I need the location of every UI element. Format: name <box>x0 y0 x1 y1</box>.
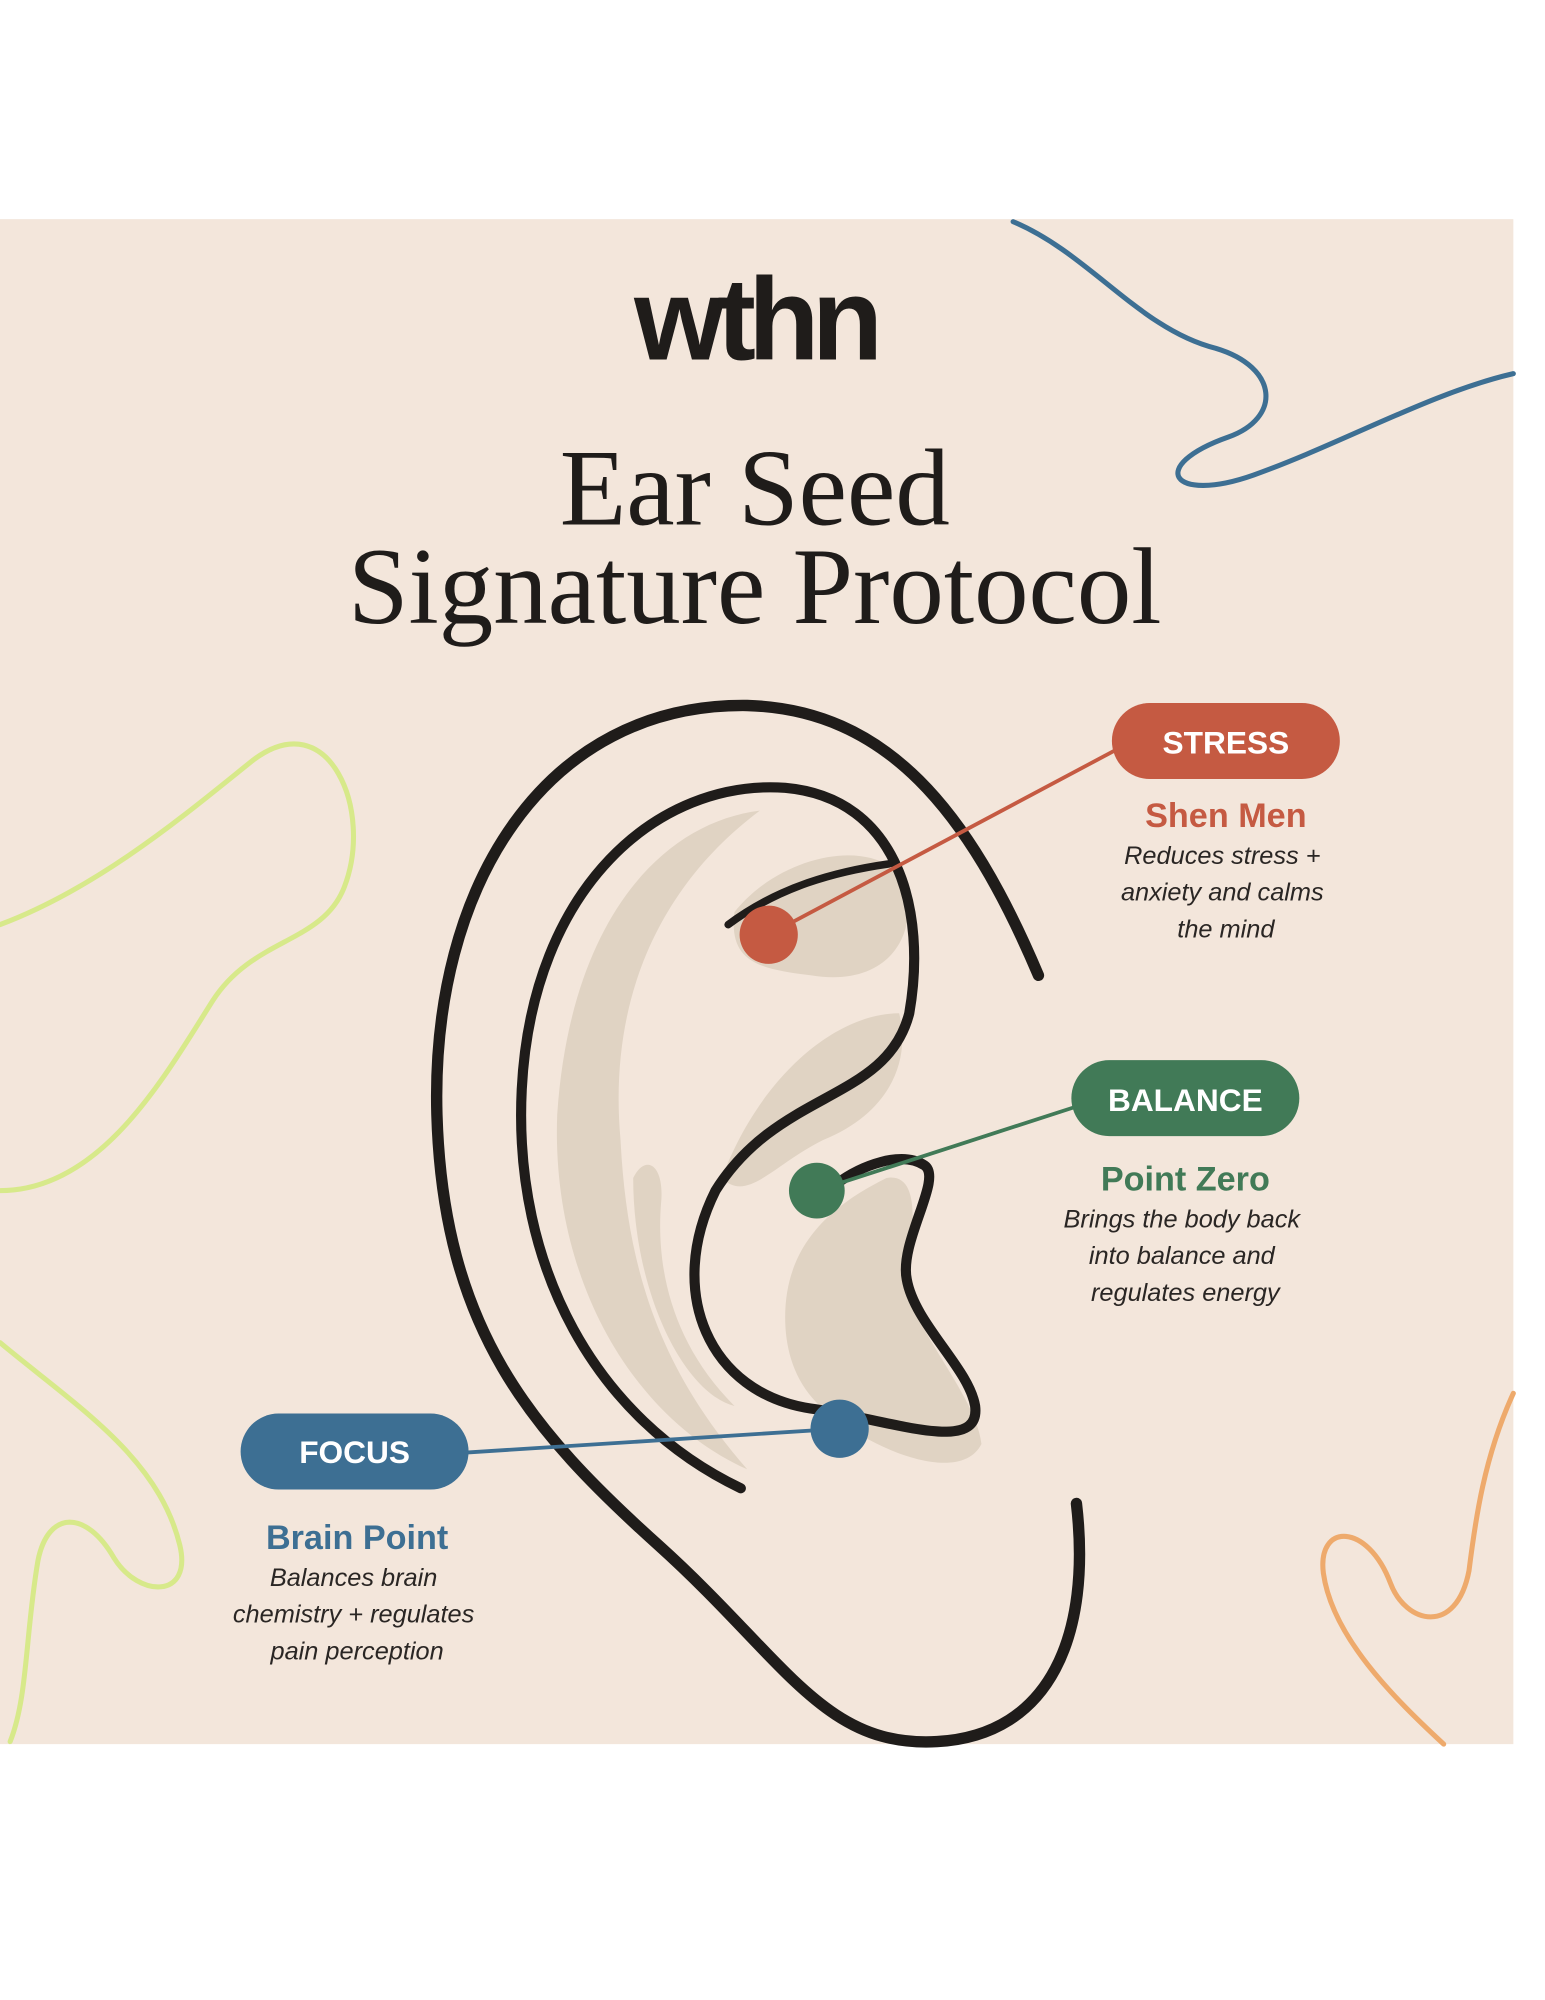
focus-callout: FOCUS Brain Point Balances brain chemist… <box>233 1413 481 1665</box>
balance-seed-point[interactable] <box>788 1162 845 1219</box>
balance-tag-label: BALANCE <box>1108 1082 1263 1118</box>
balance-callout: BALANCE Point Zero Brings the body back … <box>1064 1060 1308 1307</box>
title-line-1: Ear Seed <box>560 427 950 548</box>
stress-tag-label: STRESS <box>1163 725 1290 761</box>
orange-squiggle <box>1320 1390 1516 1747</box>
title-line-2: Signature Protocol <box>348 526 1162 647</box>
stress-point-name: Shen Men <box>1145 797 1306 835</box>
focus-connector <box>462 1426 840 1455</box>
balance-connector <box>816 1102 1084 1193</box>
balance-desc-line: into balance and <box>1089 1242 1276 1270</box>
balance-tag <box>1071 1060 1300 1137</box>
balance-desc-line: regulates energy <box>1091 1279 1281 1307</box>
stress-callout: STRESS Shen Men Reduces stress + anxiety… <box>1111 702 1340 943</box>
svg-text:Brings the body back int: Brings the body back into balance and re… <box>1064 1205 1308 1306</box>
green-squiggle-top <box>0 741 356 1194</box>
stress-desc-line: Reduces stress + <box>1124 842 1320 870</box>
stress-connector <box>767 745 1122 937</box>
svg-text:Reduces stress + anxiety: Reduces stress + anxiety and calms the m… <box>1121 842 1331 943</box>
blue-squiggle <box>1010 219 1516 488</box>
green-squiggle-bottom <box>0 1340 185 1745</box>
focus-tag-label: FOCUS <box>299 1434 410 1470</box>
stress-desc-line: the mind <box>1177 915 1275 943</box>
brand-logo: wthn <box>633 255 876 385</box>
focus-seed-point[interactable] <box>810 1399 869 1458</box>
stress-seed-point[interactable] <box>739 905 798 964</box>
ear-outline <box>431 699 1086 1748</box>
stress-desc-line: anxiety and calms <box>1121 879 1324 907</box>
focus-desc-line: Balances brain <box>270 1564 438 1592</box>
stress-tag <box>1111 702 1340 779</box>
balance-point-name: Point Zero <box>1101 1161 1270 1199</box>
focus-point-name: Brain Point <box>266 1519 448 1557</box>
focus-desc-line: pain perception <box>270 1637 444 1665</box>
svg-text:Balances brain chemistry: Balances brain chemistry + regulates pai… <box>233 1564 481 1665</box>
balance-desc-line: Brings the body back <box>1064 1205 1302 1233</box>
focus-tag <box>240 1413 469 1490</box>
focus-desc-line: chemistry + regulates <box>233 1601 475 1629</box>
